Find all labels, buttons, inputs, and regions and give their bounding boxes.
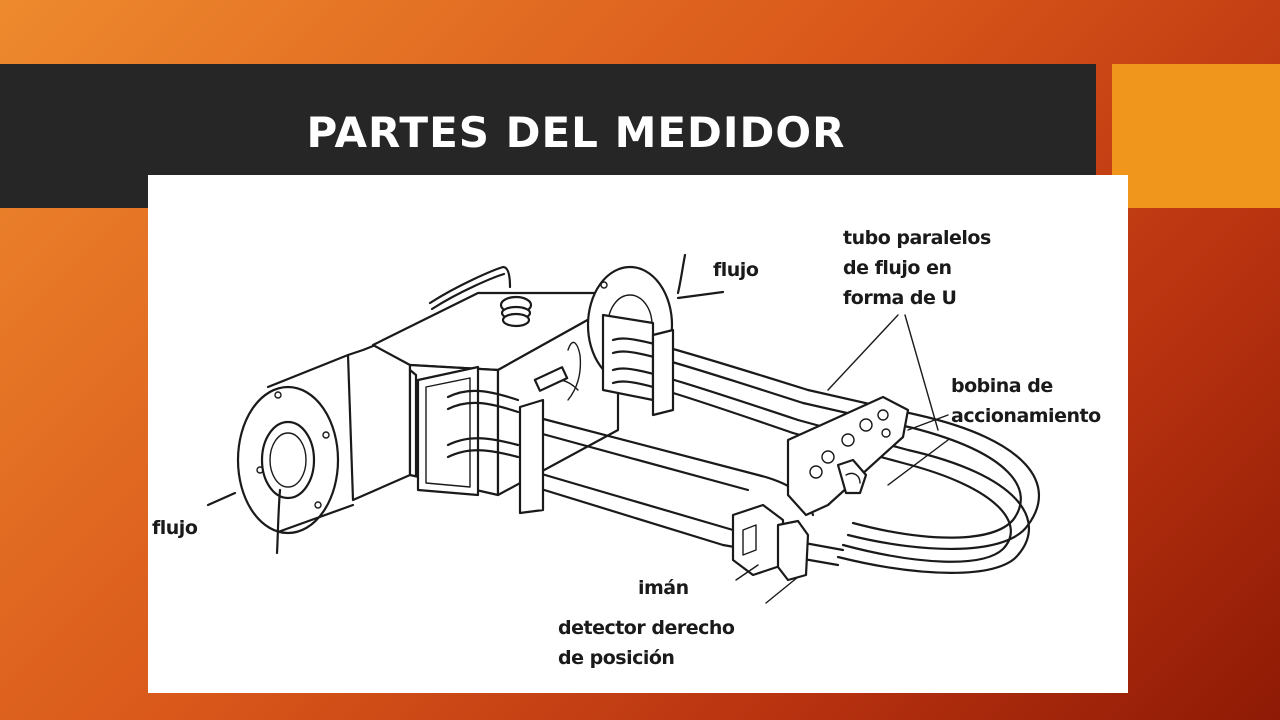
u-tubes bbox=[721, 388, 1040, 574]
magnet-detector bbox=[731, 503, 810, 582]
flowmeter-drawing bbox=[206, 253, 1040, 604]
cable-connector bbox=[428, 265, 533, 328]
tube-assembly bbox=[446, 313, 815, 547]
meter-body bbox=[346, 291, 620, 502]
label-coil: bobina de accionamiento bbox=[951, 375, 1101, 427]
label-detector: detector derecho de posición bbox=[558, 617, 735, 669]
label-flujo-left: flujo bbox=[152, 517, 198, 539]
label-magnet: imán bbox=[638, 577, 689, 599]
label-tubes: tubo paralelos de flujo en forma de U bbox=[843, 227, 991, 309]
slide-title: PARTES DEL MEDIDOR bbox=[306, 108, 846, 157]
coil-bracket bbox=[786, 395, 910, 517]
accent-block bbox=[1112, 64, 1280, 208]
label-flujo-top: flujo bbox=[713, 259, 759, 281]
flow-arrows bbox=[206, 253, 725, 555]
inlet-flange bbox=[236, 353, 355, 535]
diagram-panel: flujo flujo tubo paralelos de flujo en f… bbox=[148, 175, 1128, 693]
leader-lines bbox=[735, 314, 949, 604]
